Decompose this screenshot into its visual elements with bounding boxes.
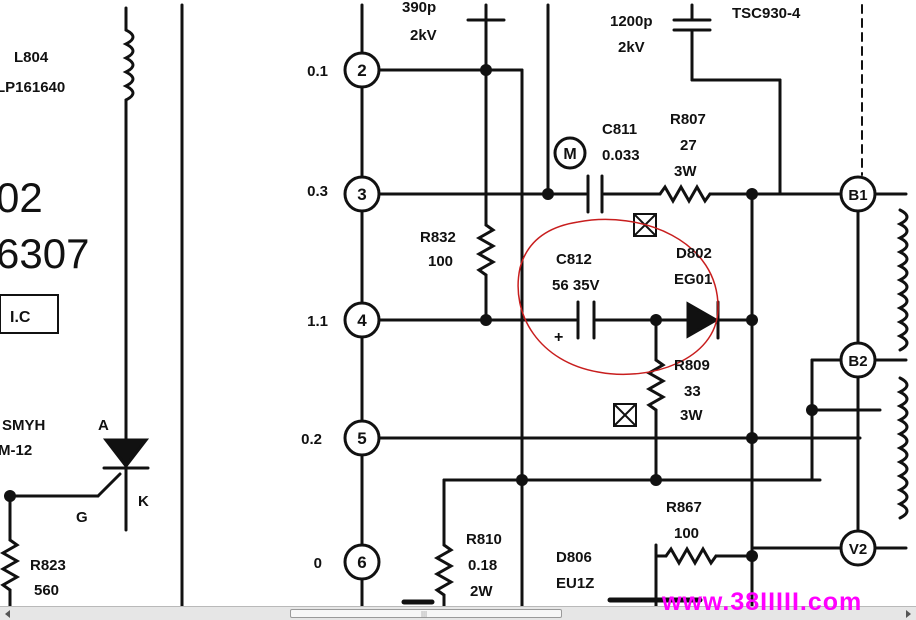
d806-ref: D806 bbox=[556, 549, 592, 566]
ic-partial-a: 02 bbox=[0, 174, 43, 221]
scrollbar-thumb[interactable]: ||| bbox=[290, 609, 562, 618]
terminal-b2-label: B2 bbox=[848, 353, 867, 370]
cap-top-right-val: 1200p bbox=[610, 13, 653, 30]
terminal-b1-label: B1 bbox=[848, 187, 867, 204]
r809-ref: R809 bbox=[674, 357, 710, 374]
terminal-6 bbox=[343, 543, 381, 581]
r832-val: 100 bbox=[428, 253, 453, 270]
cap-top-left-volt: 2kV bbox=[410, 27, 437, 44]
terminal-m-label: M bbox=[563, 146, 576, 163]
scr-cathode-label: K bbox=[138, 493, 149, 510]
r823-ref: R823 bbox=[30, 557, 66, 574]
terminal-6-label: 6 bbox=[357, 553, 366, 572]
c812-ref: C812 bbox=[556, 251, 592, 268]
terminal-4 bbox=[343, 301, 381, 339]
scr-anode-label: A bbox=[98, 417, 109, 434]
voltage-2: 0.1 bbox=[307, 63, 328, 80]
r810-val: 0.18 bbox=[468, 557, 497, 574]
r809-pow: 3W bbox=[680, 407, 703, 424]
cap-top-right-volt: 2kV bbox=[618, 39, 645, 56]
terminal-v2-label: V2 bbox=[849, 541, 867, 558]
r807-val: 27 bbox=[680, 137, 697, 154]
ic-partial-b: 6307 bbox=[0, 230, 89, 277]
r807-pow: 3W bbox=[674, 163, 697, 180]
circuit-schematic: 2 3 4 5 6 M B1 B2 V2 0.1 0.3 1.1 0.2 0 L… bbox=[0, 0, 909, 606]
terminal-4-label: 4 bbox=[357, 311, 367, 330]
grip-icon: ||| bbox=[421, 611, 428, 618]
ic-box-label: I.C bbox=[10, 309, 31, 326]
d802-ref: D802 bbox=[676, 245, 712, 262]
r823-val: 560 bbox=[34, 582, 59, 599]
r807-ref: R807 bbox=[670, 111, 706, 128]
terminal-2 bbox=[343, 51, 381, 89]
terminal-m bbox=[553, 136, 587, 170]
scr-gate-label: G bbox=[76, 509, 88, 526]
watermark-text: www.38IIIII.com bbox=[662, 588, 863, 616]
r867-ref: R867 bbox=[666, 499, 702, 516]
voltage-5: 0.2 bbox=[301, 431, 322, 448]
r810-pow: 2W bbox=[470, 583, 493, 600]
terminal-5-label: 5 bbox=[357, 429, 366, 448]
terminal-2-label: 2 bbox=[357, 61, 366, 80]
horizontal-scrollbar[interactable]: ||| bbox=[0, 606, 916, 620]
l804-val: LP161640 bbox=[0, 79, 65, 96]
c811-ref: C811 bbox=[602, 121, 637, 138]
annotation-circle bbox=[517, 218, 719, 376]
r832-ref: R832 bbox=[420, 229, 456, 246]
terminal-b2 bbox=[839, 341, 877, 379]
cap-top-left-val: 390p bbox=[402, 0, 436, 16]
r810-ref: R810 bbox=[466, 531, 502, 548]
terminal-3 bbox=[343, 175, 381, 213]
terminal-v2 bbox=[839, 529, 877, 567]
d806-val: EU1Z bbox=[556, 575, 594, 592]
terminal-3-label: 3 bbox=[357, 185, 366, 204]
tsc-label: TSC930-4 bbox=[732, 5, 801, 22]
terminal-5 bbox=[343, 419, 381, 457]
voltage-4: 1.1 bbox=[307, 313, 328, 330]
c812-val: 56 35V bbox=[552, 277, 600, 294]
terminal-b1 bbox=[839, 175, 877, 213]
r809-val: 33 bbox=[684, 383, 701, 400]
scr-partial-a: SMYH bbox=[2, 417, 45, 434]
scr-icon bbox=[102, 438, 150, 469]
scroll-right-arrow-icon[interactable] bbox=[903, 609, 913, 619]
c812-plus: + bbox=[554, 329, 563, 346]
voltage-3: 0.3 bbox=[307, 183, 328, 200]
voltage-6: 0 bbox=[314, 555, 322, 572]
l804-ref: L804 bbox=[14, 49, 49, 66]
scroll-left-arrow-icon[interactable] bbox=[3, 609, 13, 619]
scr-partial-b: M-12 bbox=[0, 442, 32, 459]
c811-val: 0.033 bbox=[602, 147, 640, 164]
r867-val: 100 bbox=[674, 525, 699, 542]
d802-val: EG01 bbox=[674, 271, 712, 288]
